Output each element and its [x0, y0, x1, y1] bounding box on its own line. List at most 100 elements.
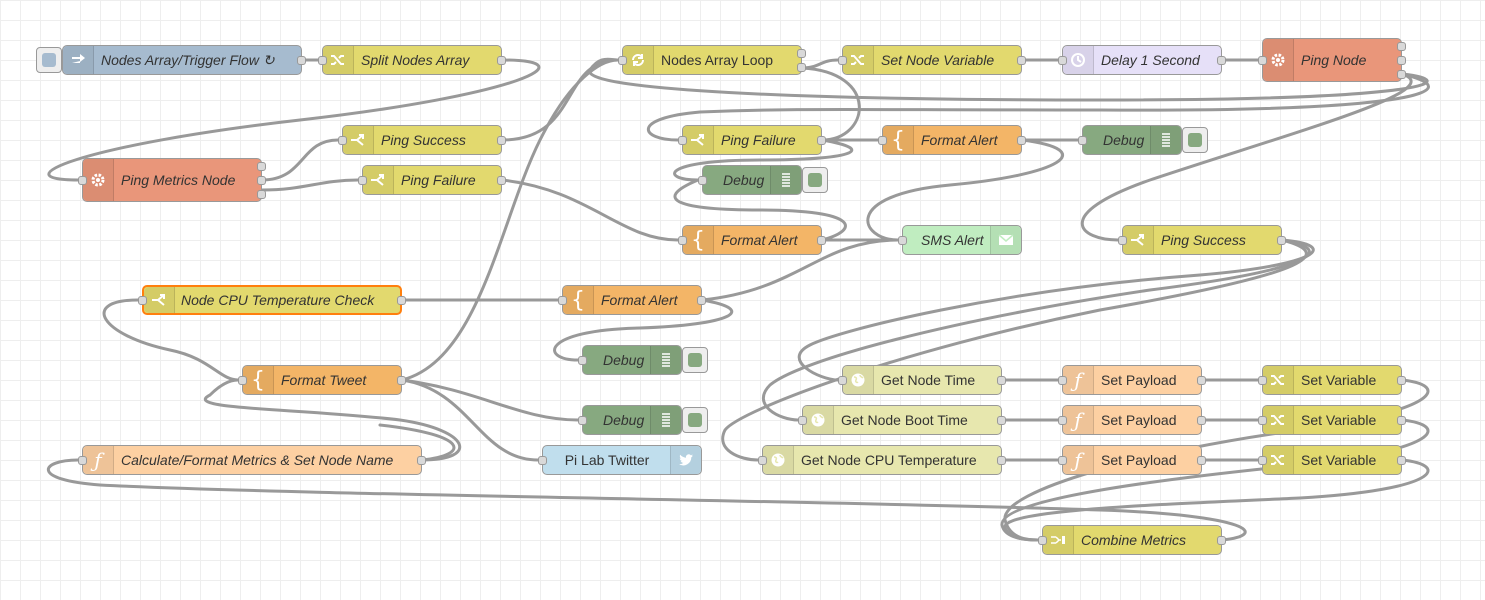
output-port[interactable]	[997, 376, 1006, 385]
output-port[interactable]	[1397, 56, 1406, 65]
output-port[interactable]	[997, 456, 1006, 465]
join-node[interactable]: Combine Metrics	[1038, 525, 1226, 555]
output-port[interactable]	[257, 190, 266, 199]
input-port[interactable]	[1258, 56, 1267, 65]
input-port[interactable]	[678, 136, 687, 145]
output-port[interactable]	[257, 162, 266, 171]
input-port[interactable]	[578, 356, 587, 365]
input-port[interactable]	[1258, 416, 1267, 425]
loop-node[interactable]: Nodes Array Loop	[618, 45, 806, 75]
inject-node[interactable]: Nodes Array/Trigger Flow ↻	[62, 45, 306, 75]
input-port[interactable]	[578, 416, 587, 425]
input-port[interactable]	[798, 416, 807, 425]
debug-node[interactable]: Debug	[578, 405, 682, 435]
output-port[interactable]	[1017, 136, 1026, 145]
email-node[interactable]: SMS Alert	[898, 225, 1022, 255]
template-node[interactable]: { Format Alert	[678, 225, 826, 255]
output-port[interactable]	[1397, 42, 1406, 51]
output-port[interactable]	[1197, 376, 1206, 385]
input-port[interactable]	[838, 56, 847, 65]
input-port[interactable]	[338, 136, 347, 145]
input-port[interactable]	[1118, 236, 1127, 245]
change-node[interactable]: Set Node Variable	[838, 45, 1026, 75]
output-port[interactable]	[417, 456, 426, 465]
output-port[interactable]	[297, 56, 306, 65]
template-node[interactable]: { Format Alert	[558, 285, 706, 315]
function-node[interactable]: ƒ Set Payload	[1058, 405, 1206, 435]
input-port[interactable]	[838, 376, 847, 385]
output-port[interactable]	[1397, 376, 1406, 385]
switch-node[interactable]: Node CPU Temperature Check	[138, 285, 406, 315]
output-port[interactable]	[817, 236, 826, 245]
function-node[interactable]: ƒ Set Payload	[1058, 365, 1206, 395]
template-node[interactable]: { Format Tweet	[238, 365, 406, 395]
output-port[interactable]	[497, 176, 506, 185]
input-port[interactable]	[1058, 456, 1067, 465]
http-request-node[interactable]: Get Node Boot Time	[798, 405, 1006, 435]
exec-node[interactable]: Ping Node	[1258, 38, 1406, 82]
input-port[interactable]	[678, 236, 687, 245]
output-port[interactable]	[817, 136, 826, 145]
output-port[interactable]	[397, 376, 406, 385]
delay-node[interactable]: Delay 1 Second	[1058, 45, 1226, 75]
output-port[interactable]	[797, 49, 806, 58]
debug-node[interactable]: Debug	[1078, 125, 1182, 155]
input-port[interactable]	[898, 236, 907, 245]
input-port[interactable]	[1258, 456, 1267, 465]
switch-node[interactable]: Ping Success	[338, 125, 506, 155]
input-port[interactable]	[538, 456, 547, 465]
output-port[interactable]	[1197, 416, 1206, 425]
inject-trigger-button[interactable]	[36, 47, 62, 73]
input-port[interactable]	[1038, 536, 1047, 545]
input-port[interactable]	[1078, 136, 1087, 145]
input-port[interactable]	[758, 456, 767, 465]
http-request-node[interactable]: Get Node Time	[838, 365, 1006, 395]
output-port[interactable]	[257, 176, 266, 185]
input-port[interactable]	[1258, 376, 1267, 385]
http-request-node[interactable]: Get Node CPU Temperature	[758, 445, 1006, 475]
debug-toggle-button[interactable]	[682, 407, 708, 433]
input-port[interactable]	[618, 56, 627, 65]
twitter-node[interactable]: Pi Lab Twitter	[538, 445, 702, 475]
output-port[interactable]	[1397, 70, 1406, 79]
change-node[interactable]: Split Nodes Array	[318, 45, 506, 75]
switch-node[interactable]: Ping Success	[1118, 225, 1286, 255]
switch-node[interactable]: Ping Failure	[358, 165, 506, 195]
output-port[interactable]	[1277, 236, 1286, 245]
debug-toggle-button[interactable]	[1182, 127, 1208, 153]
change-node[interactable]: Set Variable	[1258, 365, 1406, 395]
function-node[interactable]: ƒ Set Payload	[1058, 445, 1206, 475]
input-port[interactable]	[698, 176, 707, 185]
debug-node[interactable]: Debug	[698, 165, 802, 195]
output-port[interactable]	[997, 416, 1006, 425]
output-port[interactable]	[1397, 456, 1406, 465]
input-port[interactable]	[358, 176, 367, 185]
input-port[interactable]	[138, 296, 147, 305]
switch-node[interactable]: Ping Failure	[678, 125, 826, 155]
debug-toggle-button[interactable]	[682, 347, 708, 373]
input-port[interactable]	[1058, 416, 1067, 425]
change-node[interactable]: Set Variable	[1258, 405, 1406, 435]
output-port[interactable]	[1017, 56, 1026, 65]
debug-node[interactable]: Debug	[578, 345, 682, 375]
input-port[interactable]	[78, 176, 87, 185]
output-port[interactable]	[1197, 456, 1206, 465]
exec-node[interactable]: Ping Metrics Node	[78, 158, 266, 202]
function-node[interactable]: ƒ Calculate/Format Metrics & Set Node Na…	[78, 445, 426, 475]
input-port[interactable]	[878, 136, 887, 145]
output-port[interactable]	[497, 56, 506, 65]
output-port[interactable]	[1397, 416, 1406, 425]
input-port[interactable]	[1058, 376, 1067, 385]
output-port[interactable]	[1217, 56, 1226, 65]
change-node[interactable]: Set Variable	[1258, 445, 1406, 475]
debug-toggle-button[interactable]	[802, 167, 828, 193]
template-node[interactable]: { Format Alert	[878, 125, 1026, 155]
output-port[interactable]	[797, 63, 806, 72]
output-port[interactable]	[1217, 536, 1226, 545]
output-port[interactable]	[397, 296, 406, 305]
input-port[interactable]	[318, 56, 327, 65]
output-port[interactable]	[497, 136, 506, 145]
input-port[interactable]	[1058, 56, 1067, 65]
input-port[interactable]	[558, 296, 567, 305]
